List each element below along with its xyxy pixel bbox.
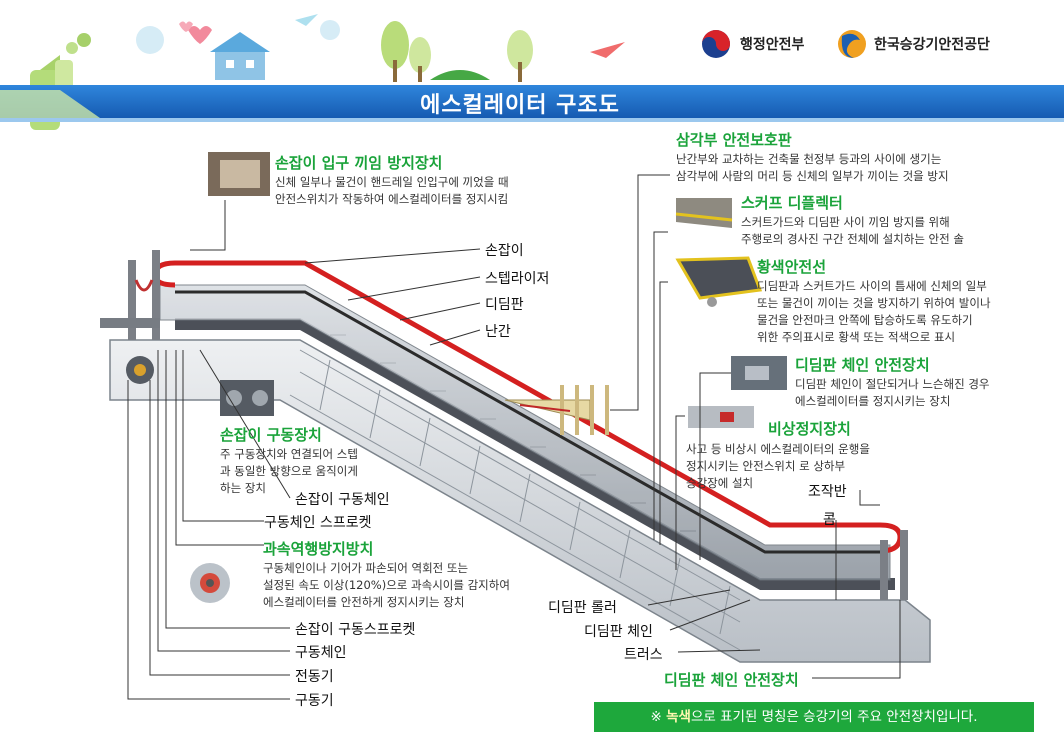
handrail-drive-title: 손잡이 구동장치 [220,426,322,444]
label-motor: 전동기 [295,669,334,685]
koelsa-logo [838,30,866,58]
label-step-chain: 디딤판 체인 [584,624,653,640]
label-truss: 트러스 [624,647,663,663]
step-chain-safety-bottom-title: 디딤판 체인 안전장치 [664,671,799,689]
skirt-deflector-desc: 스커트가드와 디딤판 사이 끼임 방지를 위해 주행로의 경사진 구간 전체에 … [741,215,964,246]
org-koelsa-name: 한국승강기안전공단 [874,37,990,53]
label-handrail-drive-sprocket: 손잡이 구동스프로켓 [295,622,416,638]
footer-note-prefix: ※ [650,709,667,725]
skirt-deflector-title: 스커프 디플렉터 [741,194,843,212]
title-banner [0,85,1064,119]
leader-lines [127,174,901,700]
org-mois-name: 행정안전부 [740,37,805,53]
footer-note-highlight: 녹색 [666,709,691,725]
label-drive-unit: 구동기 [295,693,334,709]
footer-note: ※ 녹색으로 표기된 명칭은 승강기의 주요 안전장치입니다. [594,702,1034,732]
overspeed-title: 과속역행방지방치 [263,540,374,558]
overspeed-photo [190,563,230,603]
label-control-panel: 조작반 [808,484,847,500]
overspeed-desc: 구동체인이나 기어가 파손되어 역회전 또는 설정된 속도 이상(120%)으로… [263,561,510,609]
label-balustrade: 난간 [485,324,511,340]
mois-logo [702,30,730,58]
escalator-illustration [100,250,931,663]
triangle-guard-title: 삼각부 안전보호판 [676,131,792,149]
handrail-drive-desc: 주 구동장치와 연결되어 스텝 과 동일한 방향으로 움직이게 하는 장치 [220,447,358,495]
step-chain-safety-top-desc: 디딤판 체인이 절단되거나 느슨해진 경우 에스컬레이터를 정지시키는 장치 [795,377,990,408]
handrail-entry-title: 손잡이 입구 끼임 방지장치 [275,154,443,172]
handrail-entry-desc: 신체 일부나 물건이 핸드레일 인입구에 끼었을 때 안전스위치가 작동하여 에… [275,175,509,206]
label-step: 디딤판 [485,297,524,313]
emergency-stop-title: 비상정지장치 [768,420,851,438]
triangle-guard-desc: 난간부와 교차하는 건축물 천정부 등과의 사이에 생기는 삼각부에 사람의 머… [676,152,949,183]
skirt-deflector-photo [676,198,732,228]
emergency-stop-desc: 사고 등 비상시 에스컬레이터의 운행을 정지시키는 안전스위치 로 상하부 승… [686,442,870,490]
yellow-line-title: 황색안전선 [757,258,827,276]
triangle-guard-illustration [504,385,609,435]
step-chain-safety-top-title: 디딤판 체인 안전장치 [795,356,930,374]
label-comb: 콤 [823,512,836,528]
label-handrail-drive-chain: 손잡이 구동체인 [295,492,390,508]
label-step-roller: 디딤판 롤러 [548,600,617,616]
page-title: 에스컬레이터 구조도 [420,93,620,118]
yellow-line-photo [675,256,763,300]
yellow-line-desc: 디딤판과 스커트가드 사이의 틈새에 신체의 일부 또는 물건이 끼이는 것을 … [757,279,991,344]
label-stabilizer: 스텝라이저 [485,271,550,287]
label-drive-chain: 구동체인 [295,645,347,661]
footer-note-text: 으로 표기된 명칭은 승강기의 주요 안전장치입니다. [690,709,978,725]
label-handrail: 손잡이 [485,243,524,259]
label-drive-chain-sprocket: 구동체인 스프로켓 [264,515,372,531]
